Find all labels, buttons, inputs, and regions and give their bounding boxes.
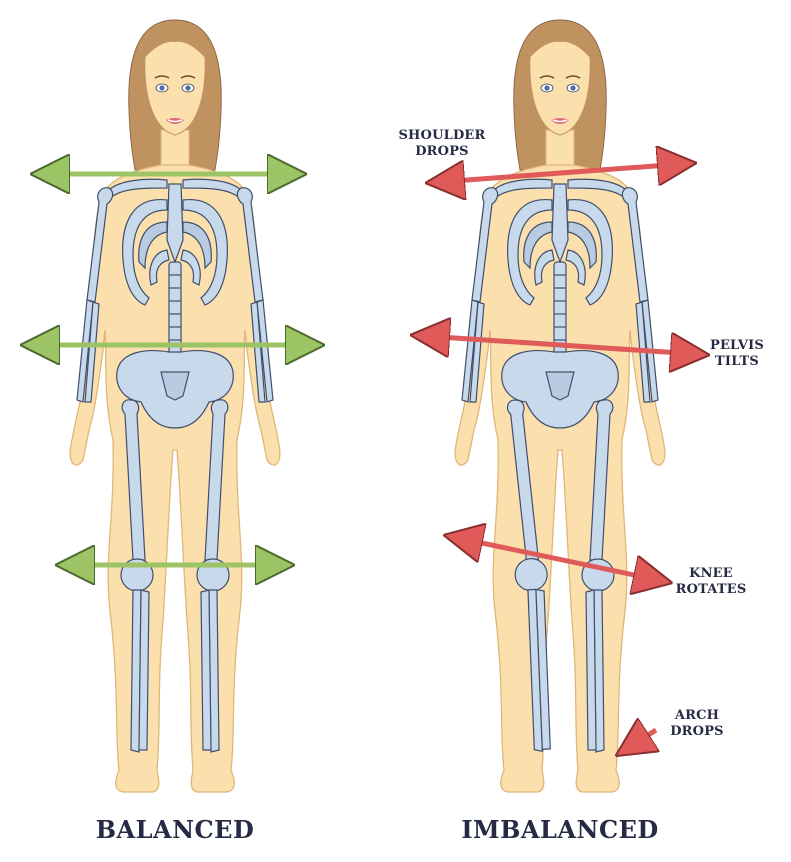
- knee-rotates-label: KNEE ROTATES: [670, 566, 752, 599]
- shoulder-label-line1: SHOULDER: [398, 128, 486, 143]
- balanced-figure: [69, 19, 281, 793]
- shoulder-label-line2: DROPS: [415, 144, 469, 160]
- shoulder-drops-label: SHOULDER DROPS: [394, 128, 490, 161]
- pelvis-label-line2: TILTS: [715, 354, 759, 370]
- imbalanced-arrows: [425, 164, 695, 748]
- knee-label-line2: ROTATES: [675, 582, 747, 598]
- pelvis-tilts-label: PELVIS TILTS: [702, 338, 772, 371]
- balanced-title: BALANCED: [95, 815, 255, 844]
- imbalanced-title: IMBALANCED: [461, 815, 659, 844]
- balanced-arrows: [35, 174, 310, 565]
- knee-label-line1: KNEE: [689, 566, 733, 581]
- pelvis-label-line1: PELVIS: [709, 338, 765, 353]
- arch-label-line1: ARCH: [674, 708, 720, 723]
- arch-drops-label: ARCH DROPS: [662, 708, 732, 741]
- arch-label-line2: DROPS: [670, 724, 724, 740]
